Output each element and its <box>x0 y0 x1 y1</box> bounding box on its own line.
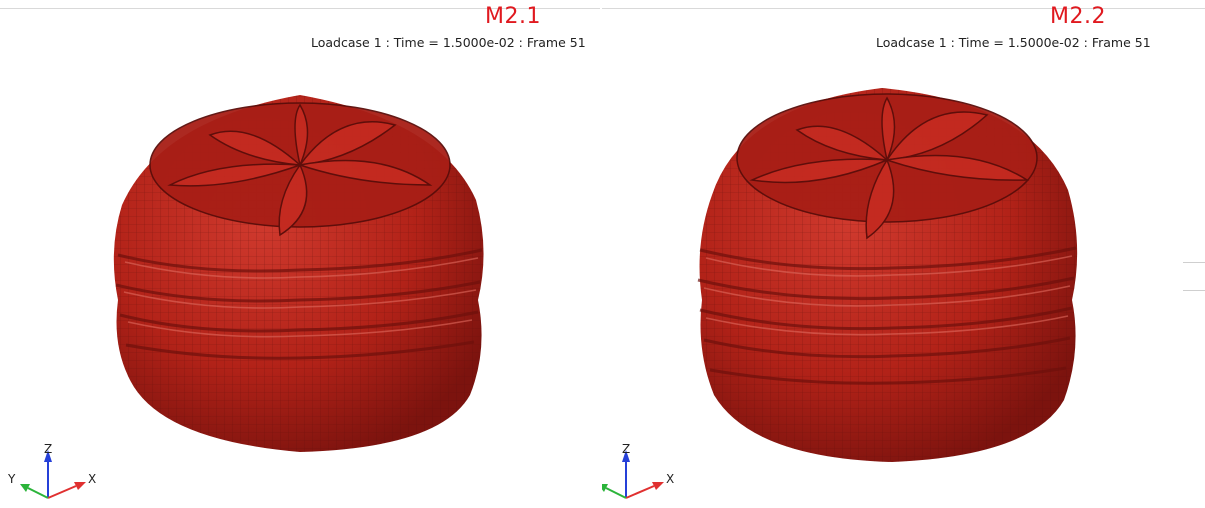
viewport-title: M2.2 <box>1050 4 1106 29</box>
crushed-cylinder-mesh[interactable] <box>602 0 1205 508</box>
axis-x-label: X <box>88 472 97 486</box>
viewport-top-border <box>0 8 600 9</box>
loadcase-label: Loadcase 1 : Time = 1.5000e-02 : Frame 5… <box>876 35 1151 50</box>
viewport-m2-2[interactable]: M2.2 Loadcase 1 : Time = 1.5000e-02 : Fr… <box>602 0 1205 508</box>
viewport-m2-1[interactable]: M2.1 Loadcase 1 : Time = 1.5000e-02 : Fr… <box>0 0 600 508</box>
loadcase-label: Loadcase 1 : Time = 1.5000e-02 : Frame 5… <box>311 35 586 50</box>
axis-z-label: Z <box>44 442 53 456</box>
viewport-edge-tick <box>1183 262 1205 263</box>
axis-triad-icon <box>20 450 86 499</box>
viewport-title: M2.1 <box>485 4 541 29</box>
axis-z-label: Z <box>622 442 631 456</box>
axis-triad: Z Y X <box>8 438 108 508</box>
axis-triad: Z Y X <box>602 438 686 508</box>
viewport-top-border <box>602 8 1205 9</box>
crushed-cylinder-mesh[interactable] <box>0 0 600 508</box>
axis-y-label: Y <box>8 472 16 486</box>
axis-triad-icon <box>602 450 664 499</box>
axis-x-label: X <box>666 472 675 486</box>
viewport-edge-tick <box>1183 290 1205 291</box>
